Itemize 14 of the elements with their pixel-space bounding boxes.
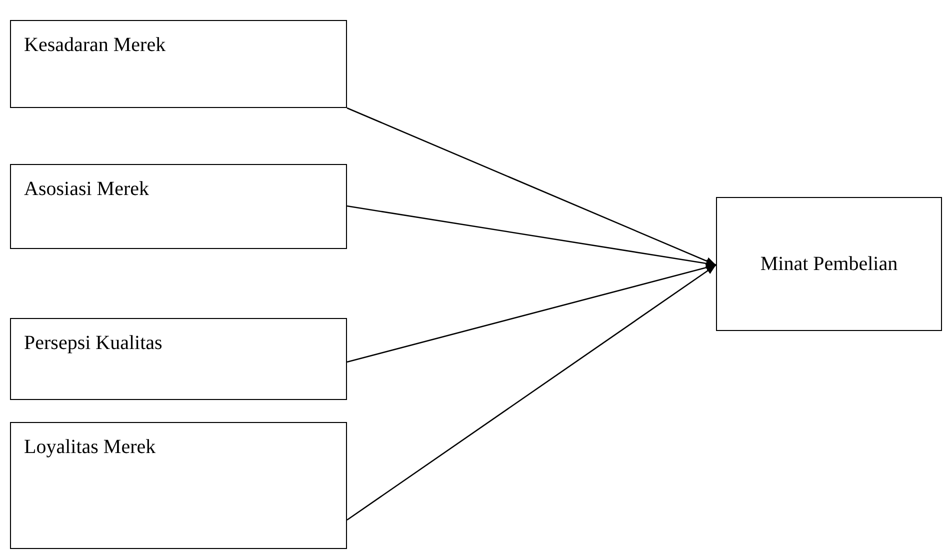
process-box (10, 20, 347, 108)
process-box (716, 197, 942, 331)
arrow (346, 107, 716, 266)
arrow (346, 264, 716, 521)
process-box (10, 318, 347, 400)
process-box (10, 164, 347, 249)
process-box (10, 422, 347, 549)
box-label: Asosiasi Merek (24, 177, 150, 201)
box-label: Kesadaran Merek (24, 33, 167, 57)
box-label: Persepsi Kualitas (24, 331, 164, 355)
arrow (346, 205, 716, 268)
arrow (346, 264, 716, 363)
box-label: Minat Pembelian (760, 252, 898, 276)
box-label: Loyalitas Merek (24, 435, 157, 459)
